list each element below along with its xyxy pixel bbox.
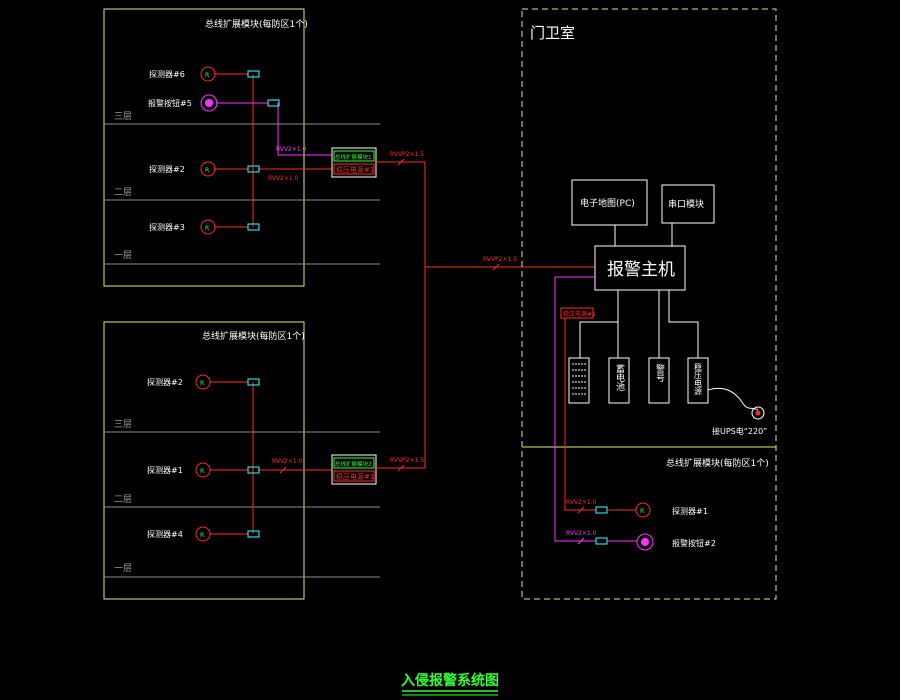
device-label: 探测器#6 — [149, 69, 185, 79]
floor-label: 一层 — [114, 250, 132, 261]
cable-label: RVVP2×1.5 — [390, 151, 424, 158]
floor-label: 一层 — [114, 563, 132, 574]
device-label: 探测器#2 — [149, 164, 185, 174]
svg-text:R: R — [640, 508, 644, 515]
floor-label: 二层 — [114, 187, 132, 198]
cable-label: RVV2×1.0 — [272, 458, 303, 465]
detector-feed-wire — [564, 318, 596, 511]
cable-tick — [397, 158, 405, 166]
alarm-feed-wire — [554, 276, 596, 542]
cable-tick — [577, 537, 585, 545]
detector-icon: R — [195, 526, 211, 542]
building1-panel: 总线扩展模块(每防区1个) 三层 二层 一层 R — [103, 8, 425, 287]
bus-module — [247, 165, 260, 173]
power-tag-box — [560, 307, 594, 319]
battery-label: 蓄电池 — [614, 363, 625, 391]
cable-label: RVVP2×1.5 — [390, 457, 424, 464]
guard-room-panel: 门卫室 电子地图(PC) 串口模块 报警主机 蓄电池 警号 — [521, 8, 777, 600]
device-label: 报警按钮#5 — [148, 98, 192, 108]
bus-module — [267, 99, 280, 107]
diagram-title: 入侵报警系统图 — [401, 672, 499, 689]
siren-box — [648, 357, 670, 404]
building2-frame — [103, 321, 305, 600]
device-label: 探测器#4 — [147, 529, 183, 539]
svg-text:R: R — [200, 532, 204, 539]
siren-label: 警号 — [654, 363, 665, 383]
building1-frame — [103, 8, 305, 287]
alarm-wire — [277, 103, 332, 156]
psu-label: 稳压电源 — [694, 362, 703, 396]
ups-label: 接UPS电“220” — [712, 426, 767, 436]
power-label: 稳压电源#1 — [336, 165, 374, 174]
bus-expander-box — [333, 150, 375, 162]
alarm-host-label: 报警主机 — [607, 260, 675, 280]
pc-box — [571, 179, 648, 226]
cable-label: RVV2×1.0 — [268, 175, 299, 182]
svg-text:R: R — [205, 167, 209, 174]
sub-header: 总线扩展模块(每防区1个) — [666, 457, 769, 469]
alarm-button-icon — [636, 533, 654, 551]
building2-header: 总线扩展模块(每防区1个) — [202, 330, 305, 342]
pc-label: 电子地图(PC) — [580, 197, 635, 209]
floor-label: 二层 — [114, 494, 132, 505]
svg-text:R: R — [200, 380, 204, 387]
power-supply-box — [333, 163, 375, 175]
ups-cable — [707, 387, 759, 411]
power-label: 稳压电源#1 — [336, 472, 374, 481]
device-label: 探测器#1 — [672, 506, 708, 516]
alarm-host-box — [594, 245, 686, 291]
detector-icon: R — [200, 219, 216, 235]
building2-panel: 总线扩展模块(每防区1个) 三层 二层 一层 R R R 探测器#2 探测器#1… — [103, 321, 425, 600]
guard-room-frame — [521, 8, 777, 600]
serial-label: 串口模块 — [668, 198, 704, 210]
alarm-button-icon — [200, 94, 218, 112]
detector-icon: R — [200, 66, 216, 82]
device-label: 探测器#3 — [149, 222, 185, 232]
bus-module — [247, 223, 260, 231]
peripheral-wire — [668, 290, 699, 358]
psu-box — [687, 357, 709, 404]
battery-box — [608, 357, 630, 404]
guard-room-title: 门卫室 — [530, 24, 575, 42]
cable-tick — [397, 464, 405, 472]
serial-box — [661, 184, 715, 224]
cable-tick — [492, 263, 500, 271]
cable-tick — [279, 466, 287, 474]
building1-header: 总线扩展模块(每防区1个) — [205, 18, 308, 30]
cable-label: RVV2×1.0 — [276, 146, 307, 153]
device-label: 报警按钮#2 — [672, 538, 716, 548]
detector-icon: R — [635, 502, 651, 518]
power-tag-label: 稳压电源#1 — [563, 310, 596, 318]
device-label: 探测器#2 — [147, 377, 183, 387]
module-power-box — [331, 454, 377, 485]
power-socket-icon — [751, 406, 765, 420]
bus-module — [247, 378, 260, 386]
svg-text:R: R — [205, 72, 209, 79]
detector-icon: R — [195, 462, 211, 478]
detector-icon: R — [200, 161, 216, 177]
floor-label: 三层 — [114, 111, 132, 122]
bus-cable-label: RVVP2×1.5 — [483, 256, 517, 263]
device-label: 探测器#1 — [147, 465, 183, 475]
floor-label: 三层 — [114, 419, 132, 430]
bus-expander-box — [333, 457, 375, 469]
svg-text:R: R — [205, 225, 209, 232]
module-label: 总线扩展模块1 — [335, 153, 372, 161]
detector-icon: R — [195, 374, 211, 390]
bus-module — [247, 70, 260, 78]
cable-label: RVV2×1.0 — [566, 530, 597, 537]
keypad-icon — [568, 357, 590, 404]
module-label: 总线扩展模块2 — [335, 460, 372, 468]
bus-module — [247, 466, 260, 474]
svg-text:R: R — [200, 468, 204, 475]
cable-tick — [577, 506, 585, 514]
bus-module — [247, 530, 260, 538]
cable-label: RVV2×1.0 — [566, 499, 597, 506]
power-supply-box — [333, 470, 375, 482]
